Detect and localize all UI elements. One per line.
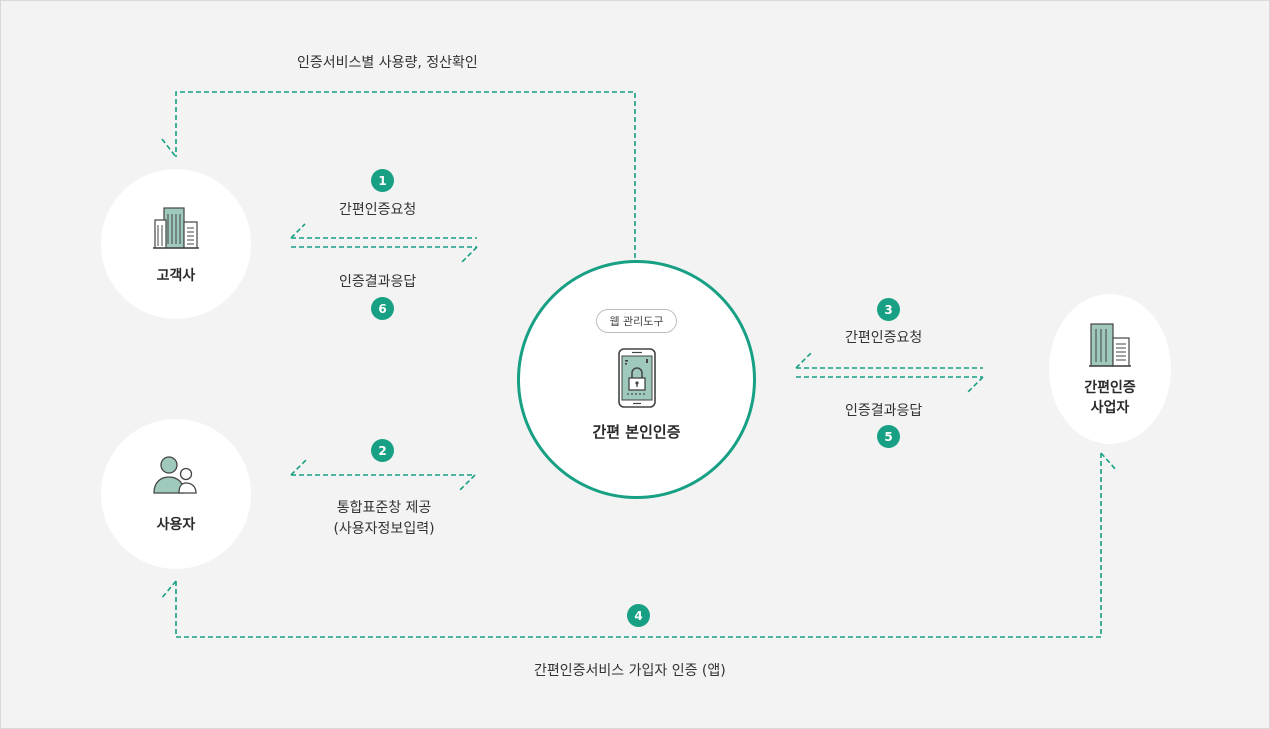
provider-label-line2: 사업자: [1090, 400, 1130, 416]
web-admin-tool-badge[interactable]: 웹 관리도구: [596, 309, 677, 333]
provider-label-line1: 간편인증: [1084, 380, 1136, 396]
bottom-flow-arrowhead-right: [1100, 452, 1118, 472]
step-badge-3: 3: [877, 298, 900, 321]
arrow-3-5-upper-head: [795, 352, 812, 369]
step-badge-6: 6: [371, 297, 394, 320]
step-3-label: 간편인증요청: [845, 330, 923, 346]
building-icon: [153, 207, 199, 249]
arrow-2-head-right: [458, 474, 476, 492]
step-badge-4: 4: [627, 604, 650, 627]
bottom-flow-label: 간편인증서비스 가입자 인증 (앱): [534, 663, 726, 679]
step-5-label: 인증결과응답: [845, 403, 923, 419]
step-2-label-line2: (사용자정보입력): [333, 521, 435, 537]
bottom-flow-line: [175, 453, 1102, 638]
arrow-2-head-left: [290, 458, 308, 476]
top-flow-label: 인증서비스별 사용량, 정산확인: [297, 55, 478, 71]
center-auth-node: 웹 관리도구 간편 본인인증: [517, 260, 756, 499]
user-label: 사용자: [156, 517, 196, 533]
client-label: 고객사: [156, 268, 196, 284]
step-badge-1: 1: [371, 169, 394, 192]
top-flow-line: [175, 91, 636, 258]
smartphone-lock-icon: [617, 348, 656, 408]
step-6-label: 인증결과응답: [339, 274, 417, 290]
users-icon: [153, 456, 197, 494]
step-1-label: 간편인증요청: [339, 202, 417, 218]
step-2-label: 통합표준창 제공 (사용자정보입력): [319, 498, 449, 540]
step-badge-5: 5: [877, 425, 900, 448]
arrow-1-6-lower-head: [460, 246, 478, 264]
top-flow-arrowhead: [161, 138, 177, 158]
user-node: 사용자: [101, 419, 251, 569]
bottom-flow-arrowhead-left: [160, 580, 177, 600]
step-badge-2: 2: [371, 439, 394, 462]
center-title: 간편 본인인증: [592, 423, 681, 441]
provider-node: 간편인증 사업자: [1049, 294, 1171, 444]
building-office-icon: [1089, 323, 1131, 367]
arrow-3-5-lower-head: [966, 376, 984, 394]
arrow-1-6-upper-head: [290, 223, 306, 239]
step-2-label-line1: 통합표준창 제공: [336, 500, 432, 516]
client-node: 고객사: [101, 169, 251, 319]
